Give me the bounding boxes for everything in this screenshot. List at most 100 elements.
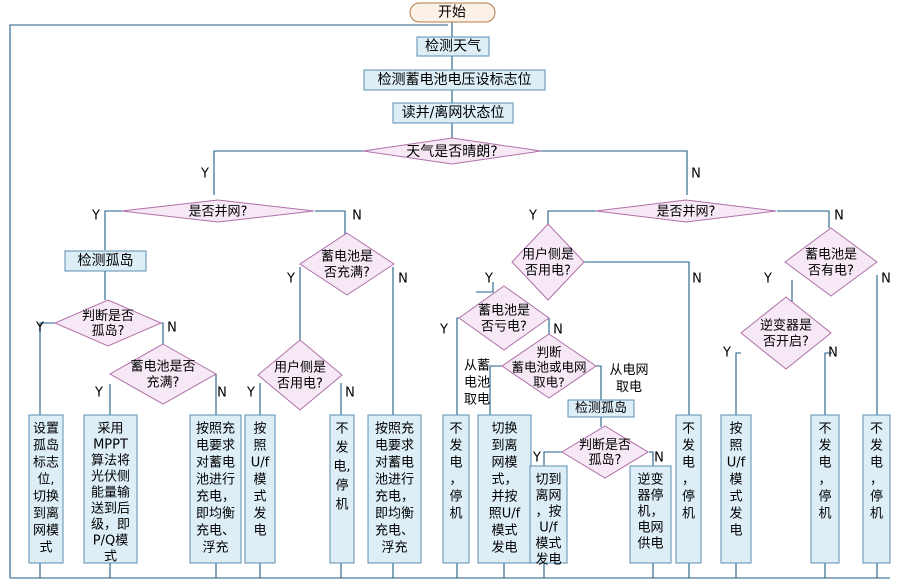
uf-gen-right-box-text: 式 — [729, 490, 742, 505]
inverter-grid-box-text: 机， — [637, 505, 663, 520]
no-gen-mid-box-text: 机 — [335, 498, 348, 513]
yes-branch-label: Y — [286, 272, 295, 287]
battery-or-grid-decision-text: 取电? — [533, 375, 565, 390]
no-gen-inv-box-text: 电 — [818, 456, 831, 471]
weather-sunny-decision — [362, 137, 542, 165]
battery-or-grid-decision-text: 蓄电池或电网 — [511, 360, 586, 375]
user-power-right-decision-text: 用户侧是 — [522, 247, 574, 263]
set-island-offgrid-box-text: 位, — [37, 473, 54, 488]
no-branch-label: N — [692, 272, 702, 287]
no-branch-label: N — [352, 209, 362, 224]
switch-offgrid-box — [477, 414, 532, 564]
switch-offgrid-box-text: 到离 — [491, 438, 517, 454]
switch-offgrid-box-text: 发电 — [491, 540, 517, 556]
no-gen-battery-box-text: 不 — [449, 422, 462, 437]
start-terminal — [409, 2, 496, 23]
mppt-box-text: MPPT — [93, 438, 128, 453]
charge-left-box-text: 浮充 — [202, 540, 228, 556]
set-island-offgrid-box-text: 设置 — [33, 422, 59, 437]
no-branch-label: N — [553, 323, 563, 338]
no-gen-user-box-text: ， — [682, 473, 695, 488]
uf-gen-mid-box — [244, 414, 276, 564]
battery-deficit-decision-text: 否亏电? — [481, 320, 527, 335]
island-uf-box-text: 离网 — [535, 488, 561, 504]
charge-left-box-text: 对蓄电 — [196, 456, 235, 471]
no-branch-label: N — [828, 346, 838, 361]
no-gen-inv-box — [810, 414, 840, 564]
inverter-grid-box — [629, 465, 672, 564]
no-gen-far-box-text: 电 — [870, 456, 883, 471]
uf-gen-right-box — [720, 414, 752, 564]
set-island-offgrid-box-text: 网模 — [33, 524, 59, 539]
set-island-offgrid-box-text: 式 — [39, 541, 52, 556]
charge-left-box-text: 池进行 — [196, 473, 235, 488]
yes-branch-label: Y — [439, 323, 448, 338]
charge-left-box — [189, 414, 242, 564]
charge-left-box-text: 即均衡 — [196, 507, 235, 522]
from-grid-label-text: 取电 — [616, 380, 642, 395]
no-branch-label: N — [691, 167, 701, 182]
uf-gen-mid-box-text: 照 — [253, 439, 266, 454]
inverter-on-decision-text: 否开启? — [763, 335, 809, 350]
battery-has-power-decision-text: 蓄电池是 — [805, 248, 857, 263]
no-gen-user-box — [675, 414, 702, 564]
mppt-box-text: 能量输 — [91, 485, 130, 501]
no-gen-mid-box-text: 停 — [335, 478, 348, 494]
uf-gen-right-box-text: 模 — [729, 473, 742, 488]
yes-branch-label: Y — [200, 167, 209, 182]
detect-island-right-step-text: 检测孤岛 — [575, 400, 627, 416]
set-island-offgrid-box-text: 孤岛 — [33, 438, 59, 454]
battery-full-mid-decision-text: 蓄电池是 — [321, 250, 373, 265]
detect-island-left-step-text: 检测孤岛 — [78, 253, 134, 269]
inverter-grid-box-text: 器停 — [637, 488, 663, 504]
battery-or-grid-decision — [501, 333, 597, 399]
detect-weather-step — [416, 36, 490, 57]
uf-gen-right-box-text: U/f — [727, 456, 746, 471]
battery-full-left-decision-text: 充满? — [147, 375, 180, 391]
no-gen-mid-box-text: 不 — [335, 422, 348, 437]
from-battery-label-text: 从蓄 — [464, 359, 490, 374]
no-gen-battery-box-text: 机 — [449, 507, 462, 522]
read-grid-state-step-text: 读并/离网状态位 — [402, 104, 505, 121]
detect-battery-step-text: 检测蓄电池电压设标志位 — [378, 72, 532, 88]
no-gen-user-box-text: 不 — [682, 422, 695, 437]
switch-offgrid-box-text: 网模 — [491, 456, 517, 471]
battery-full-mid-decision — [299, 232, 395, 296]
battery-has-power-decision-text: 否有电? — [808, 264, 854, 279]
yes-branch-label: Y — [484, 272, 493, 287]
island-uf-box-text: 切到 — [535, 473, 561, 488]
mppt-box-text: P/Q模 — [93, 534, 128, 549]
switch-offgrid-box-text: 切换 — [491, 422, 517, 437]
charge-mid-box-text: 对蓄电 — [375, 456, 414, 471]
no-gen-inv-box-text: 发 — [818, 438, 831, 454]
detect-battery-step — [363, 69, 546, 91]
detect-island-left-step — [64, 250, 147, 272]
island-judge-right-decision-text: 孤岛? — [589, 452, 622, 468]
detect-island-right-step — [567, 399, 635, 418]
no-gen-far-box-text: 不 — [870, 422, 883, 437]
no-gen-battery-box-text: 电 — [449, 456, 462, 471]
charge-mid-box-text: 电要求 — [375, 439, 414, 454]
no-gen-user-box-text: 电 — [682, 456, 695, 471]
island-uf-box — [529, 465, 568, 564]
charge-mid-box-text: 按照充 — [375, 421, 414, 437]
from-battery-label-text: 取电 — [464, 393, 490, 408]
uf-gen-right-box-text: 照 — [729, 439, 742, 454]
yes-branch-label: Y — [246, 386, 255, 401]
charge-mid-box-text: 池进行 — [375, 473, 414, 488]
no-gen-user-box-text: 机 — [682, 507, 695, 522]
mppt-box-text: 采用 — [97, 422, 123, 437]
no-branch-label: N — [881, 272, 891, 287]
user-power-mid-decision-text: 用户侧是 — [274, 360, 326, 376]
start-terminal-text: 开始 — [438, 5, 466, 21]
yes-branch-label: Y — [532, 451, 541, 466]
uf-gen-right-box-text: 电 — [729, 524, 742, 539]
grid-left-decision — [121, 199, 315, 223]
no-branch-label: N — [167, 321, 177, 336]
island-judge-left-decision-text: 孤岛? — [92, 323, 125, 339]
set-island-offgrid-box — [28, 414, 64, 564]
charge-left-box-text: 充电、 — [196, 523, 235, 539]
no-gen-mid-box — [329, 414, 355, 564]
island-uf-box-text: U/f — [539, 521, 558, 536]
